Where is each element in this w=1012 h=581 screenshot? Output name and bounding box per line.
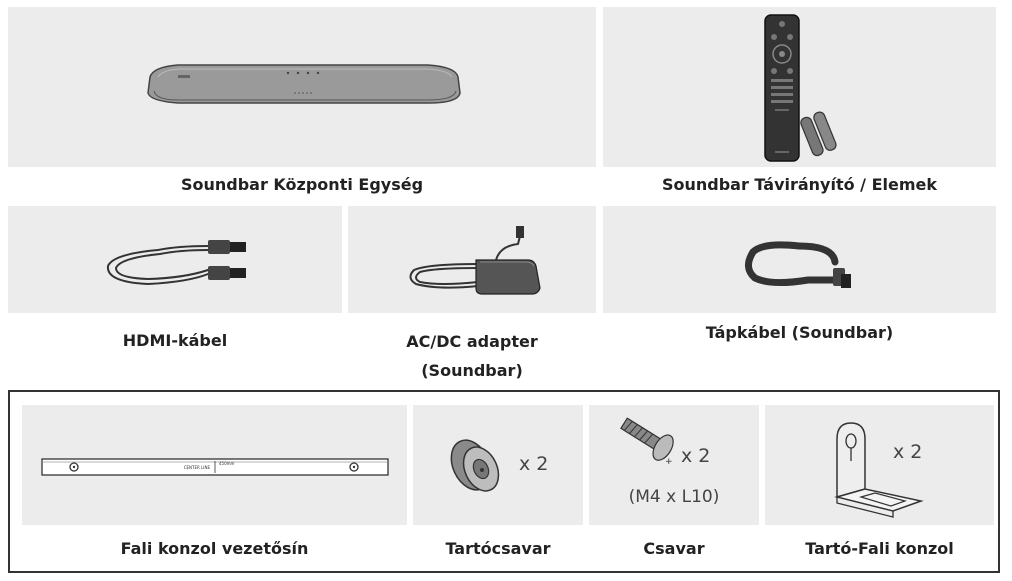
hdmi-illustration (106, 240, 246, 285)
remote-panel (603, 7, 996, 167)
bracket-caption: Tartó-Fali konzol (805, 539, 954, 558)
hdmi-caption: HDMI-kábel (122, 331, 228, 350)
rail-caption: Fali konzol vezetősín (120, 539, 309, 558)
wall-rail-illustration: CENTER LINE 450mm (41, 458, 389, 476)
rail-panel: CENTER LINE 450mm (22, 405, 407, 525)
hdmi-panel (8, 206, 342, 313)
screw-caption: Csavar (643, 539, 705, 558)
adapter-panel (348, 206, 596, 313)
adapter-caption-line2: (Soundbar) (421, 361, 523, 380)
remote-caption: Soundbar Távirányító / Elemek (661, 175, 938, 194)
adapter-illustration (409, 226, 541, 295)
power-cable-panel (603, 206, 996, 313)
holder-screw-caption: Tartócsavar (445, 539, 551, 558)
holder-screw-quantity: x 2 (519, 453, 549, 475)
soundbar-illustration (147, 64, 461, 104)
adapter-caption-line1: AC/DC adapter (406, 332, 538, 351)
soundbar-unit-caption: Soundbar Központi Egység (180, 175, 424, 194)
remote-illustration (764, 14, 837, 162)
bracket-illustration (834, 422, 924, 518)
screw-panel: + x 2 (M4 x L10) (589, 405, 759, 525)
power-cable-caption: Tápkábel (Soundbar) (705, 323, 894, 342)
holder-screw-illustration (450, 439, 500, 492)
holder-screw-panel: x 2 (413, 405, 583, 525)
screw-illustration: + (620, 417, 674, 467)
rail-center-label: CENTER LINE (184, 465, 211, 470)
bracket-quantity: x 2 (893, 441, 923, 463)
mounting-kit-frame (8, 390, 1000, 573)
power-cable-illustration (745, 241, 851, 288)
screw-quantity: x 2 (681, 445, 711, 467)
rail-dimension-label: 450mm (219, 461, 235, 466)
screw-spec: (M4 x L10) (628, 487, 720, 507)
bracket-panel: x 2 (765, 405, 994, 525)
svg-text:+: + (665, 457, 673, 467)
soundbar-unit-panel (8, 7, 596, 167)
